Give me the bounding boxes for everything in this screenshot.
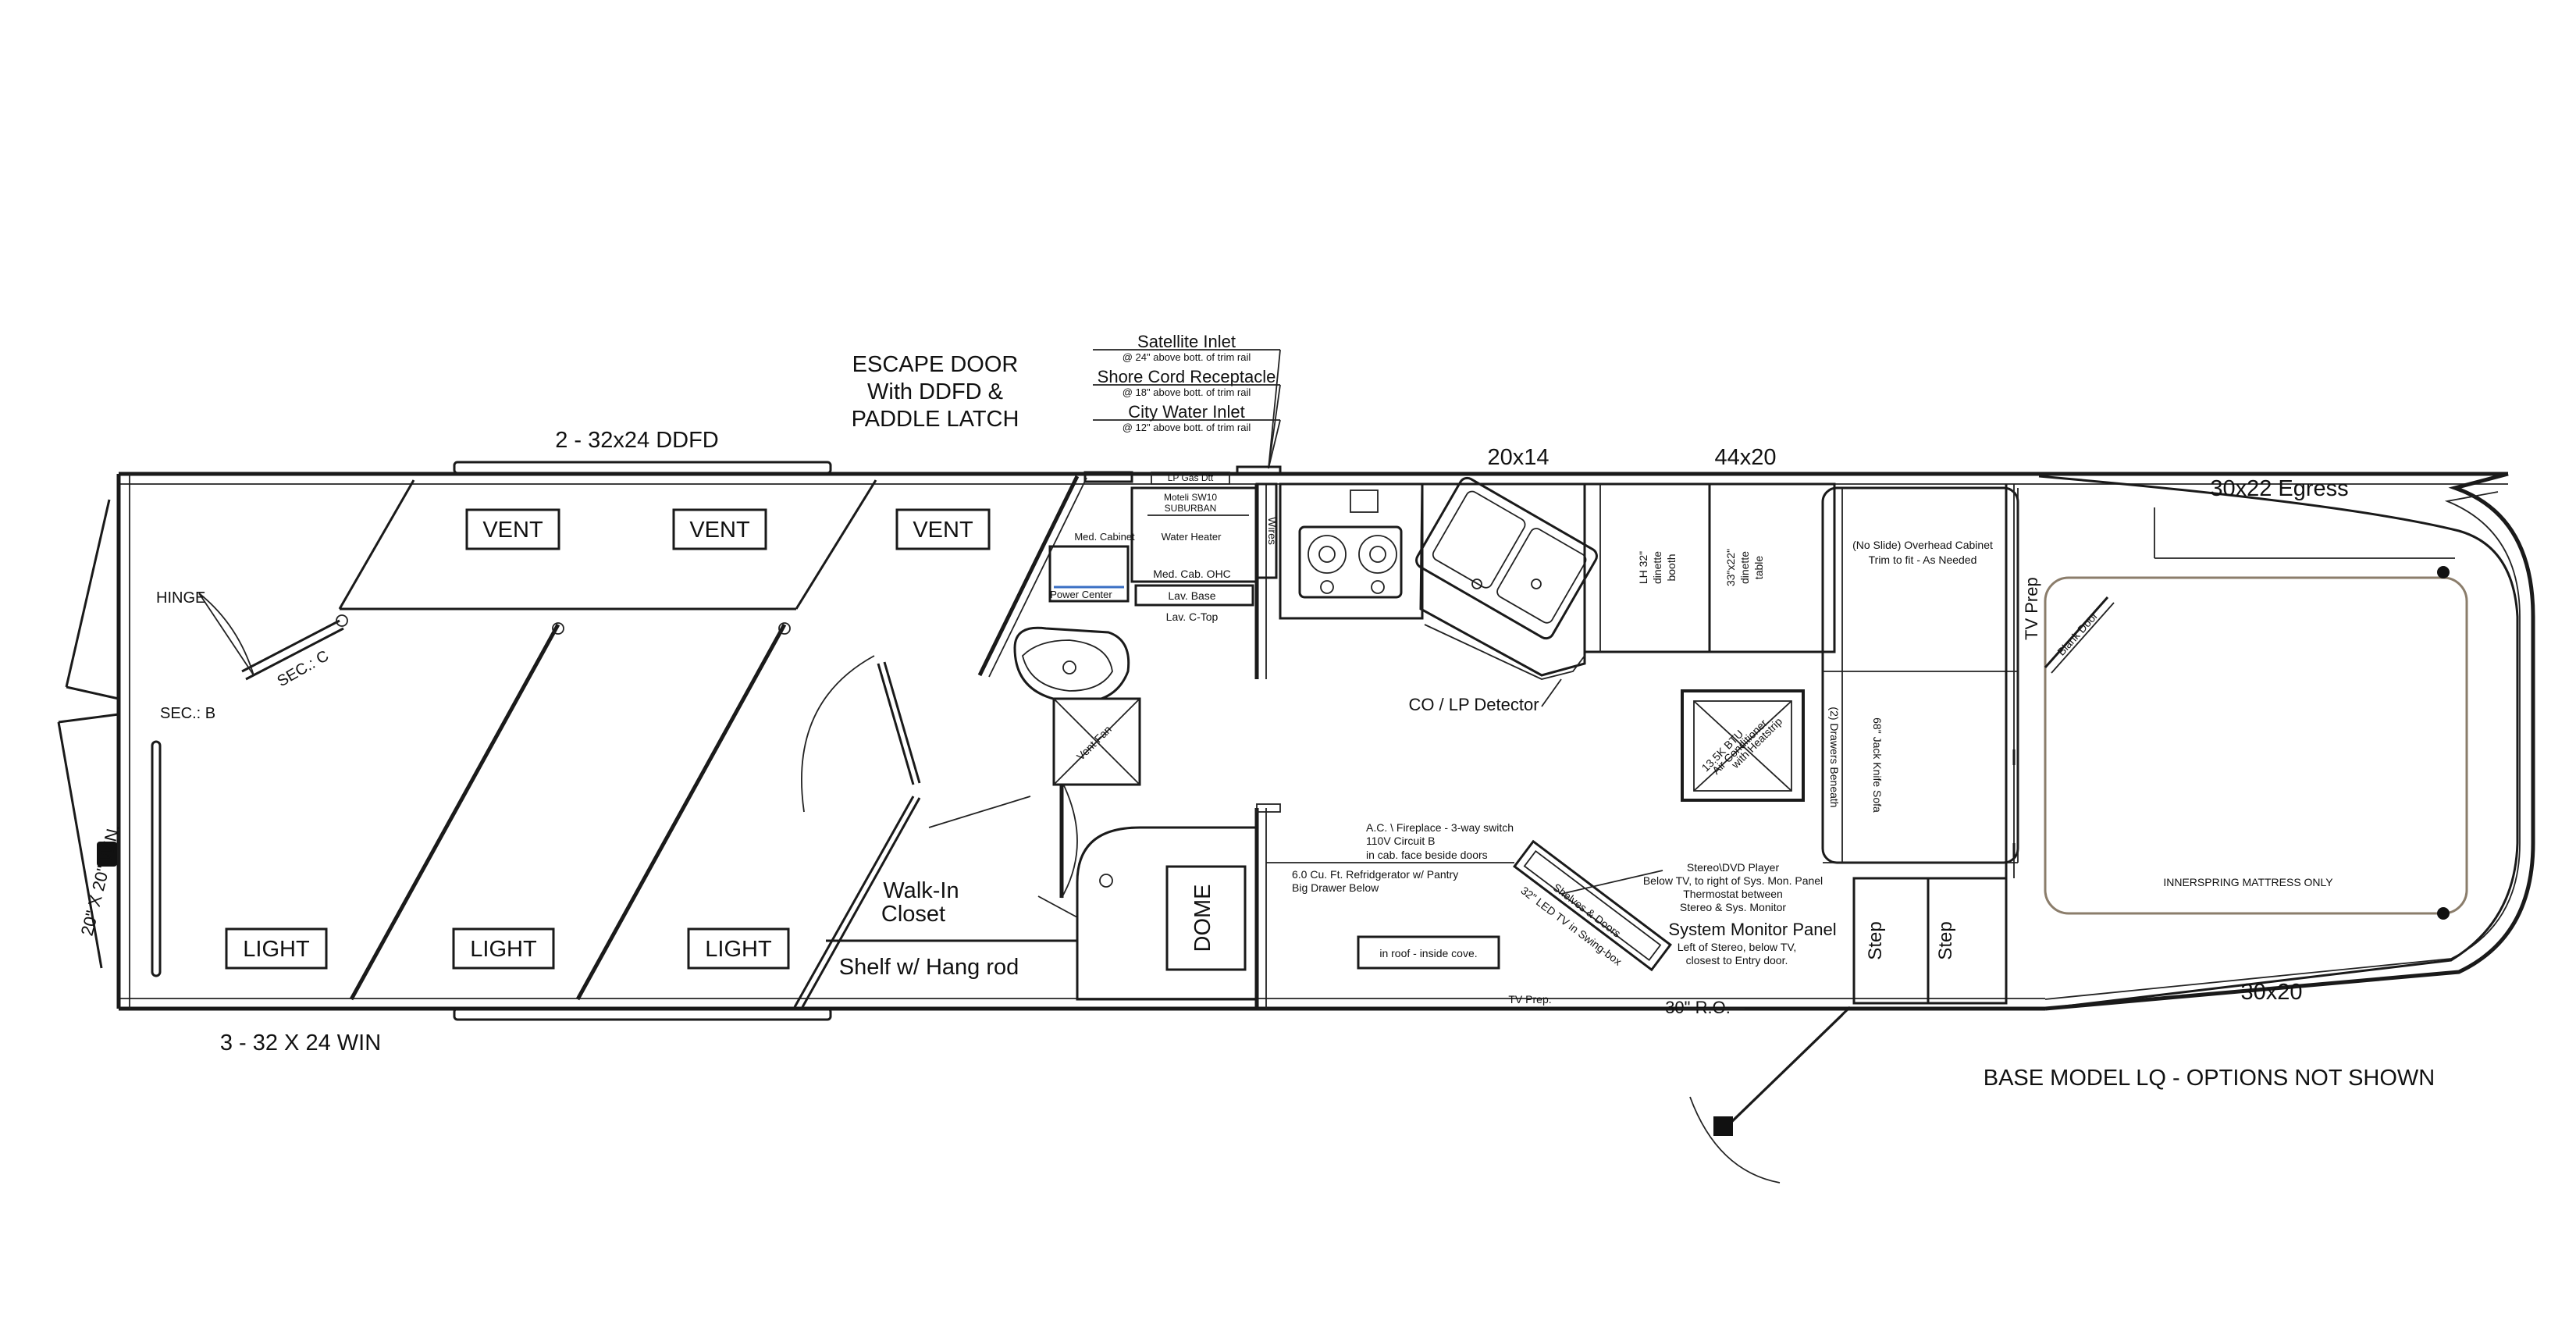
entry: 30" R.O. Step Step	[1665, 877, 2008, 1184]
window-44x20-label: 44x20	[1714, 445, 1776, 470]
vent-label-3: VENT	[913, 518, 973, 543]
step-label-2: Step	[1935, 921, 1956, 959]
utility-callouts: Satellite Inlet @ 24" above bott. of tri…	[1093, 332, 1282, 476]
living-front: DOME A.C. \ Fireplace - 3-way switch 110…	[1076, 803, 1837, 1009]
tv-swing-box	[1513, 839, 1672, 972]
lav-base-label: Lav. Base	[1168, 589, 1215, 602]
booth-label-1: LH 32"	[1637, 551, 1649, 584]
shore-note: @ 18" above bott. of trim rail	[1123, 386, 1251, 398]
side-window-label: 20" X 20" WIN.	[77, 822, 124, 938]
lp-gas-label: LP Gas Dtt	[1168, 472, 1214, 483]
bottom-window-30x20-label: 30x20	[2240, 980, 2302, 1005]
sofa-label: 68" Jack Knife Sofa	[1871, 717, 1884, 813]
city-note: @ 12" above bott. of trim rail	[1123, 422, 1251, 433]
power-center	[1048, 545, 1130, 603]
sink	[1415, 476, 1598, 640]
fireplace-label-1: A.C. \ Fireplace - 3-way switch	[1366, 821, 1514, 834]
vent-1	[465, 508, 560, 550]
light-3	[687, 927, 790, 970]
shore-cord-label: Shore Cord Receptacle	[1098, 367, 1276, 386]
stereo-label-2: Below TV, to right of Sys. Mon. Panel	[1643, 874, 1823, 887]
booth-label-2: dinette	[1651, 551, 1663, 584]
system-monitor-label: System Monitor Panel	[1668, 920, 1836, 939]
suburban-label-2: SUBURBAN	[1165, 503, 1217, 514]
dome-label: DOME	[1190, 885, 1215, 952]
escape-door-label-3: PADDLE LATCH	[852, 407, 1019, 432]
water-heater-label: Water Heater	[1162, 531, 1222, 543]
dome-box	[1165, 865, 1247, 971]
table-label-1: 33"x22"	[1724, 549, 1737, 586]
sec-c-label: SEC.: C	[275, 647, 333, 690]
steps	[1852, 877, 2008, 1005]
light-2	[452, 927, 555, 970]
city-water-label: City Water Inlet	[1128, 402, 1245, 422]
med-cabinet-label: Med. Cabinet	[1074, 531, 1135, 543]
trailer-outline	[57, 472, 2535, 1011]
mattress	[2044, 576, 2468, 915]
egress-label: 30x22 Egress	[2210, 476, 2348, 501]
living-area: (No Slide) Overhead Cabinet Trim to fit …	[1821, 484, 2041, 878]
light-label-2: LIGHT	[470, 937, 537, 962]
shelf-label: Shelf w/ Hang rod	[839, 955, 1019, 980]
stereo-label-4: Stereo & Sys. Monitor	[1680, 901, 1787, 913]
step-label-1: Step	[1865, 921, 1886, 959]
co-lp-label: CO / LP Detector	[1408, 695, 1539, 714]
med-cab-ohc-label: Med. Cab. OHC	[1153, 568, 1231, 580]
mattress-label: INNERSPRING MATTRESS ONLY	[2163, 876, 2333, 888]
windows-label: 3 - 32 X 24 WIN	[220, 1031, 381, 1055]
lp-gas	[1083, 471, 1133, 483]
ddfd-label: 2 - 32x24 DDFD	[555, 428, 719, 453]
window-20x14-label: 20x14	[1487, 445, 1549, 470]
lav-ctop-label: Lav. C-Top	[1166, 610, 1219, 623]
bathroom: LP Gas Dtt Moteli SW10 SUBURBAN Water He…	[977, 471, 1279, 786]
walk-in-label-2: Closet	[881, 902, 945, 927]
table-label-2: dinette	[1738, 551, 1751, 584]
toilet	[1013, 626, 1130, 704]
vent-label-1: VENT	[482, 518, 543, 543]
satellite-note: @ 24" above bott. of trim rail	[1123, 351, 1251, 363]
tv-prep-label: TV Prep.	[1508, 993, 1551, 1006]
vent-2	[672, 508, 767, 550]
walk-in-label-1: Walk-In	[883, 878, 959, 903]
light-label-3: LIGHT	[705, 937, 772, 962]
vent-label-2: VENT	[689, 518, 750, 543]
escape-door-label-2: With DDFD &	[867, 379, 1003, 404]
stereo-label-3: Thermostat between	[1683, 888, 1783, 900]
overhead-label-1: (No Slide) Overhead Cabinet	[1852, 539, 1993, 551]
suburban-label-1: Moteli SW10	[1164, 492, 1217, 503]
stereo-label-1: Stereo\DVD Player	[1687, 861, 1780, 874]
system-monitor-label-3: closest to Entry door.	[1686, 954, 1788, 966]
fridge-label-2: Big Drawer Below	[1292, 881, 1379, 894]
rough-opening-label: 30" R.O.	[1665, 998, 1731, 1017]
escape-door-area: ESCAPE DOOR With DDFD & PADDLE LATCH Wal…	[793, 352, 1079, 1008]
fireplace-label-3: in cab. face beside doors	[1366, 849, 1488, 861]
satellite-inlet-label: Satellite Inlet	[1137, 332, 1236, 351]
blank-door-label: Blank Door	[2055, 609, 2100, 657]
fireplace-label-2: 110V Circuit B	[1366, 835, 1435, 847]
power-center-label: Power Center	[1050, 589, 1112, 600]
drawers-label: (2) Drawers Beneath	[1828, 707, 1841, 807]
overhead-label-2: Trim to fit - As Needed	[1869, 554, 1977, 566]
light-label-1: LIGHT	[243, 937, 310, 962]
light-1	[225, 927, 328, 970]
dinette-table	[1708, 482, 1836, 653]
horse-area: VENT VENT VENT LIGHT LIGHT LIGHT HINGE S…	[77, 428, 991, 1055]
footer-note: BASE MODEL LQ - OPTIONS NOT SHOWN	[1984, 1066, 2435, 1091]
hinge-label: HINGE	[156, 589, 205, 607]
tv-prep-vertical-label: TV Prep	[2022, 577, 2041, 640]
system-monitor-label-2: Left of Stereo, below TV,	[1678, 941, 1797, 953]
in-roof-label: in roof - inside cove.	[1379, 947, 1477, 959]
booth-label-3: booth	[1665, 554, 1678, 581]
shower	[1076, 826, 1258, 1001]
bedroom: 30x22 Egress INNERSPRING MATTRESS ONLY B…	[2044, 476, 2468, 1005]
table-label-3: table	[1752, 556, 1765, 580]
fridge-label-1: 6.0 Cu. Ft. Refridgerator w/ Pantry	[1292, 868, 1458, 881]
wires-label: Wires	[1266, 517, 1279, 545]
vent-3	[895, 508, 991, 550]
escape-door-label-1: ESCAPE DOOR	[852, 352, 1019, 377]
kitchen: 20x14 44x20 CO / LP Detector LH 32" dine…	[1279, 445, 1836, 802]
sec-b-label: SEC.: B	[160, 705, 215, 722]
in-roof-box	[1357, 935, 1500, 970]
